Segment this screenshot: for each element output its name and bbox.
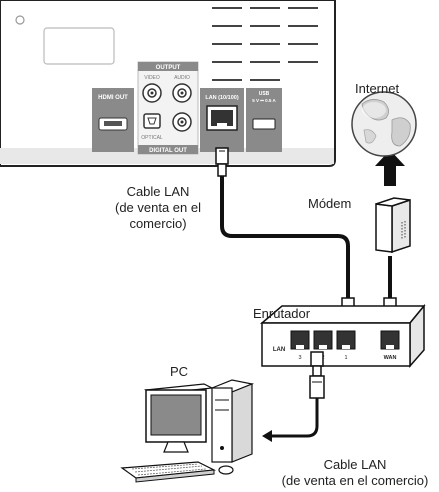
globe-icon <box>351 91 417 157</box>
lan-cable-player-router <box>215 147 357 327</box>
lan-port-icon <box>206 105 238 131</box>
router-label: Enrutador <box>253 306 311 321</box>
modem-label: Módem <box>308 196 351 211</box>
screw-icon <box>15 15 25 25</box>
cable-lan-1-line2: (de venta en el <box>115 200 201 215</box>
router-lan-port-2-icon <box>313 330 333 350</box>
rj45-plug-icon <box>215 147 229 177</box>
audio-label: AUDIO <box>174 75 190 81</box>
audio-jack-top-icon <box>172 83 192 103</box>
audio-jack-bottom-icon <box>172 112 192 132</box>
upload-arrow-icon <box>375 150 405 186</box>
player-rear-panel: HDMI OUT OUTPUT VIDEO AUDIO OPTICAL DIGI… <box>0 0 336 167</box>
router-wan-port-icon <box>380 330 400 350</box>
output-header-label: OUTPUT <box>156 65 181 71</box>
router-wan-label: WAN <box>384 355 397 361</box>
usb-label: USB <box>259 91 270 97</box>
video-jack-icon <box>142 83 162 103</box>
optical-port-icon <box>143 113 161 129</box>
cable-lan-2-line2: (de venta en el comercio) <box>282 473 429 488</box>
lan-cable-router-pc <box>262 351 325 442</box>
arrow-head-icon <box>262 430 272 442</box>
router-port-number: 1 <box>344 355 347 361</box>
video-label: VIDEO <box>144 75 160 81</box>
cable-lan-2-line1: Cable LAN <box>324 457 387 472</box>
pc-computer-icon <box>120 379 255 483</box>
router-lan-port-3-icon <box>290 330 310 350</box>
cable-lan-1-line3: comercio) <box>129 216 186 231</box>
hdmi-out-label: HDMI OUT <box>98 95 128 101</box>
digital-out-label: DIGITAL OUT <box>149 148 187 154</box>
rj45-plug-icon <box>309 351 325 399</box>
router-device: LAN 3 2 1 WAN <box>259 303 426 368</box>
router-lan-port-1-icon <box>336 330 356 350</box>
cable-lan-1-line1: Cable LAN <box>127 184 190 199</box>
optical-label: OPTICAL <box>141 135 163 141</box>
pc-label: PC <box>170 364 188 379</box>
vent-grille <box>43 27 115 65</box>
usb-port-icon <box>252 118 276 130</box>
vent-slots <box>212 7 318 81</box>
internet-label: Internet <box>355 81 399 96</box>
lan-port-label: LAN (10/100) <box>205 95 238 101</box>
usb-rating-label: 5 V ⎓ 0.5 A <box>252 98 276 103</box>
router-port-number: 3 <box>298 355 301 361</box>
modem-device <box>375 197 411 254</box>
output-block <box>137 61 199 155</box>
router-lan-label: LAN <box>273 347 285 353</box>
